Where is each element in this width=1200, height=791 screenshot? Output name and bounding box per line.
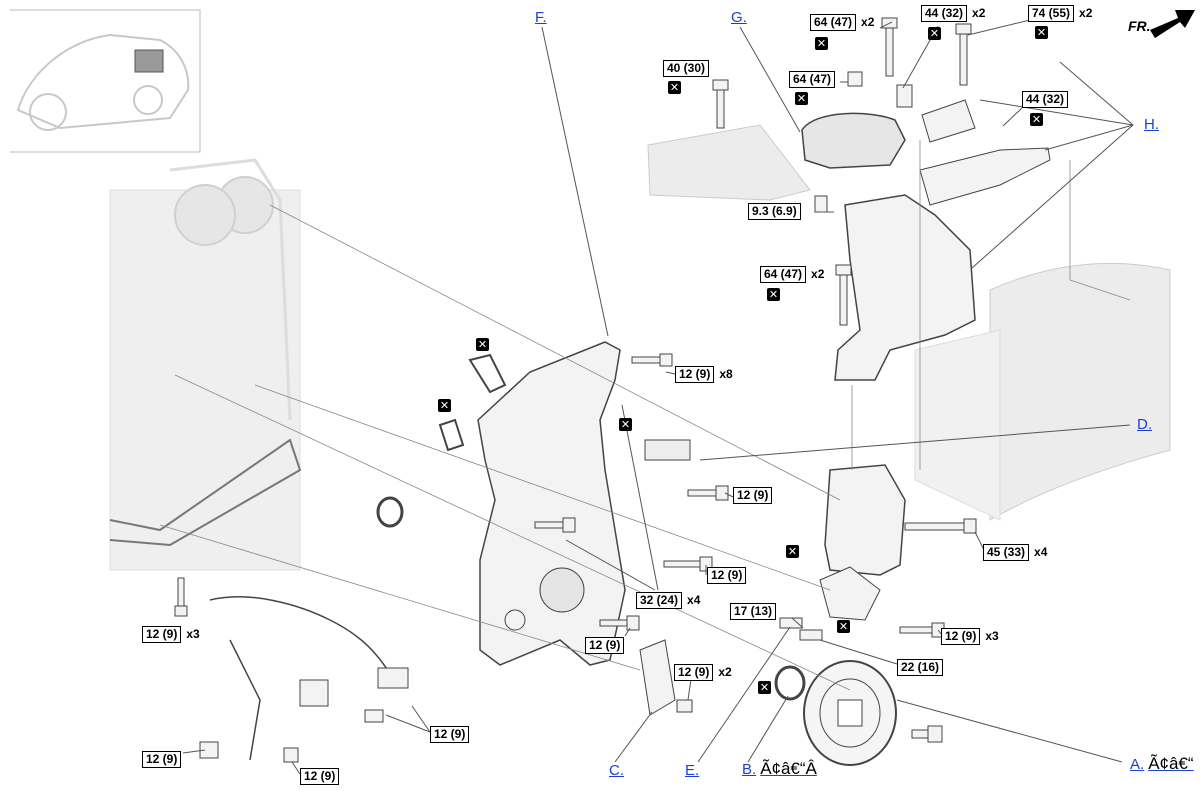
leader-lines: [182, 19, 1134, 775]
callout-link-h[interactable]: H.: [1144, 116, 1159, 133]
engine-mount-bracket: [801, 99, 1051, 576]
crankshaft-pulley: [803, 660, 897, 766]
wire-harness: [209, 596, 409, 761]
callout-a-trailing-text: Ã¢â€“: [1148, 754, 1194, 773]
callout-b-trailing-text: Ã¢â€“Â: [760, 759, 817, 778]
cover-gasket-parts: [438, 353, 676, 716]
callout-link-c[interactable]: C.: [609, 762, 624, 779]
callout-link-a[interactable]: A.Ã¢â€“: [1130, 754, 1194, 774]
front-arrow-icon: [1150, 10, 1195, 38]
vehicle-locator-inset: [10, 9, 201, 153]
timing-chain-case: [477, 341, 626, 666]
oil-control-solenoid: [644, 439, 881, 621]
callout-link-b[interactable]: B.Ã¢â€“Â: [742, 759, 817, 779]
callout-link-e[interactable]: E.: [685, 762, 700, 779]
callout-link-f[interactable]: F.: [535, 9, 547, 26]
callout-link-g[interactable]: G.: [731, 9, 747, 26]
mount-backdrop: [647, 124, 1171, 521]
engine-block-outline: [109, 158, 302, 571]
alignment-lines: [159, 140, 1131, 691]
oil-seal: [376, 496, 806, 701]
callout-link-d[interactable]: D.: [1137, 416, 1152, 433]
